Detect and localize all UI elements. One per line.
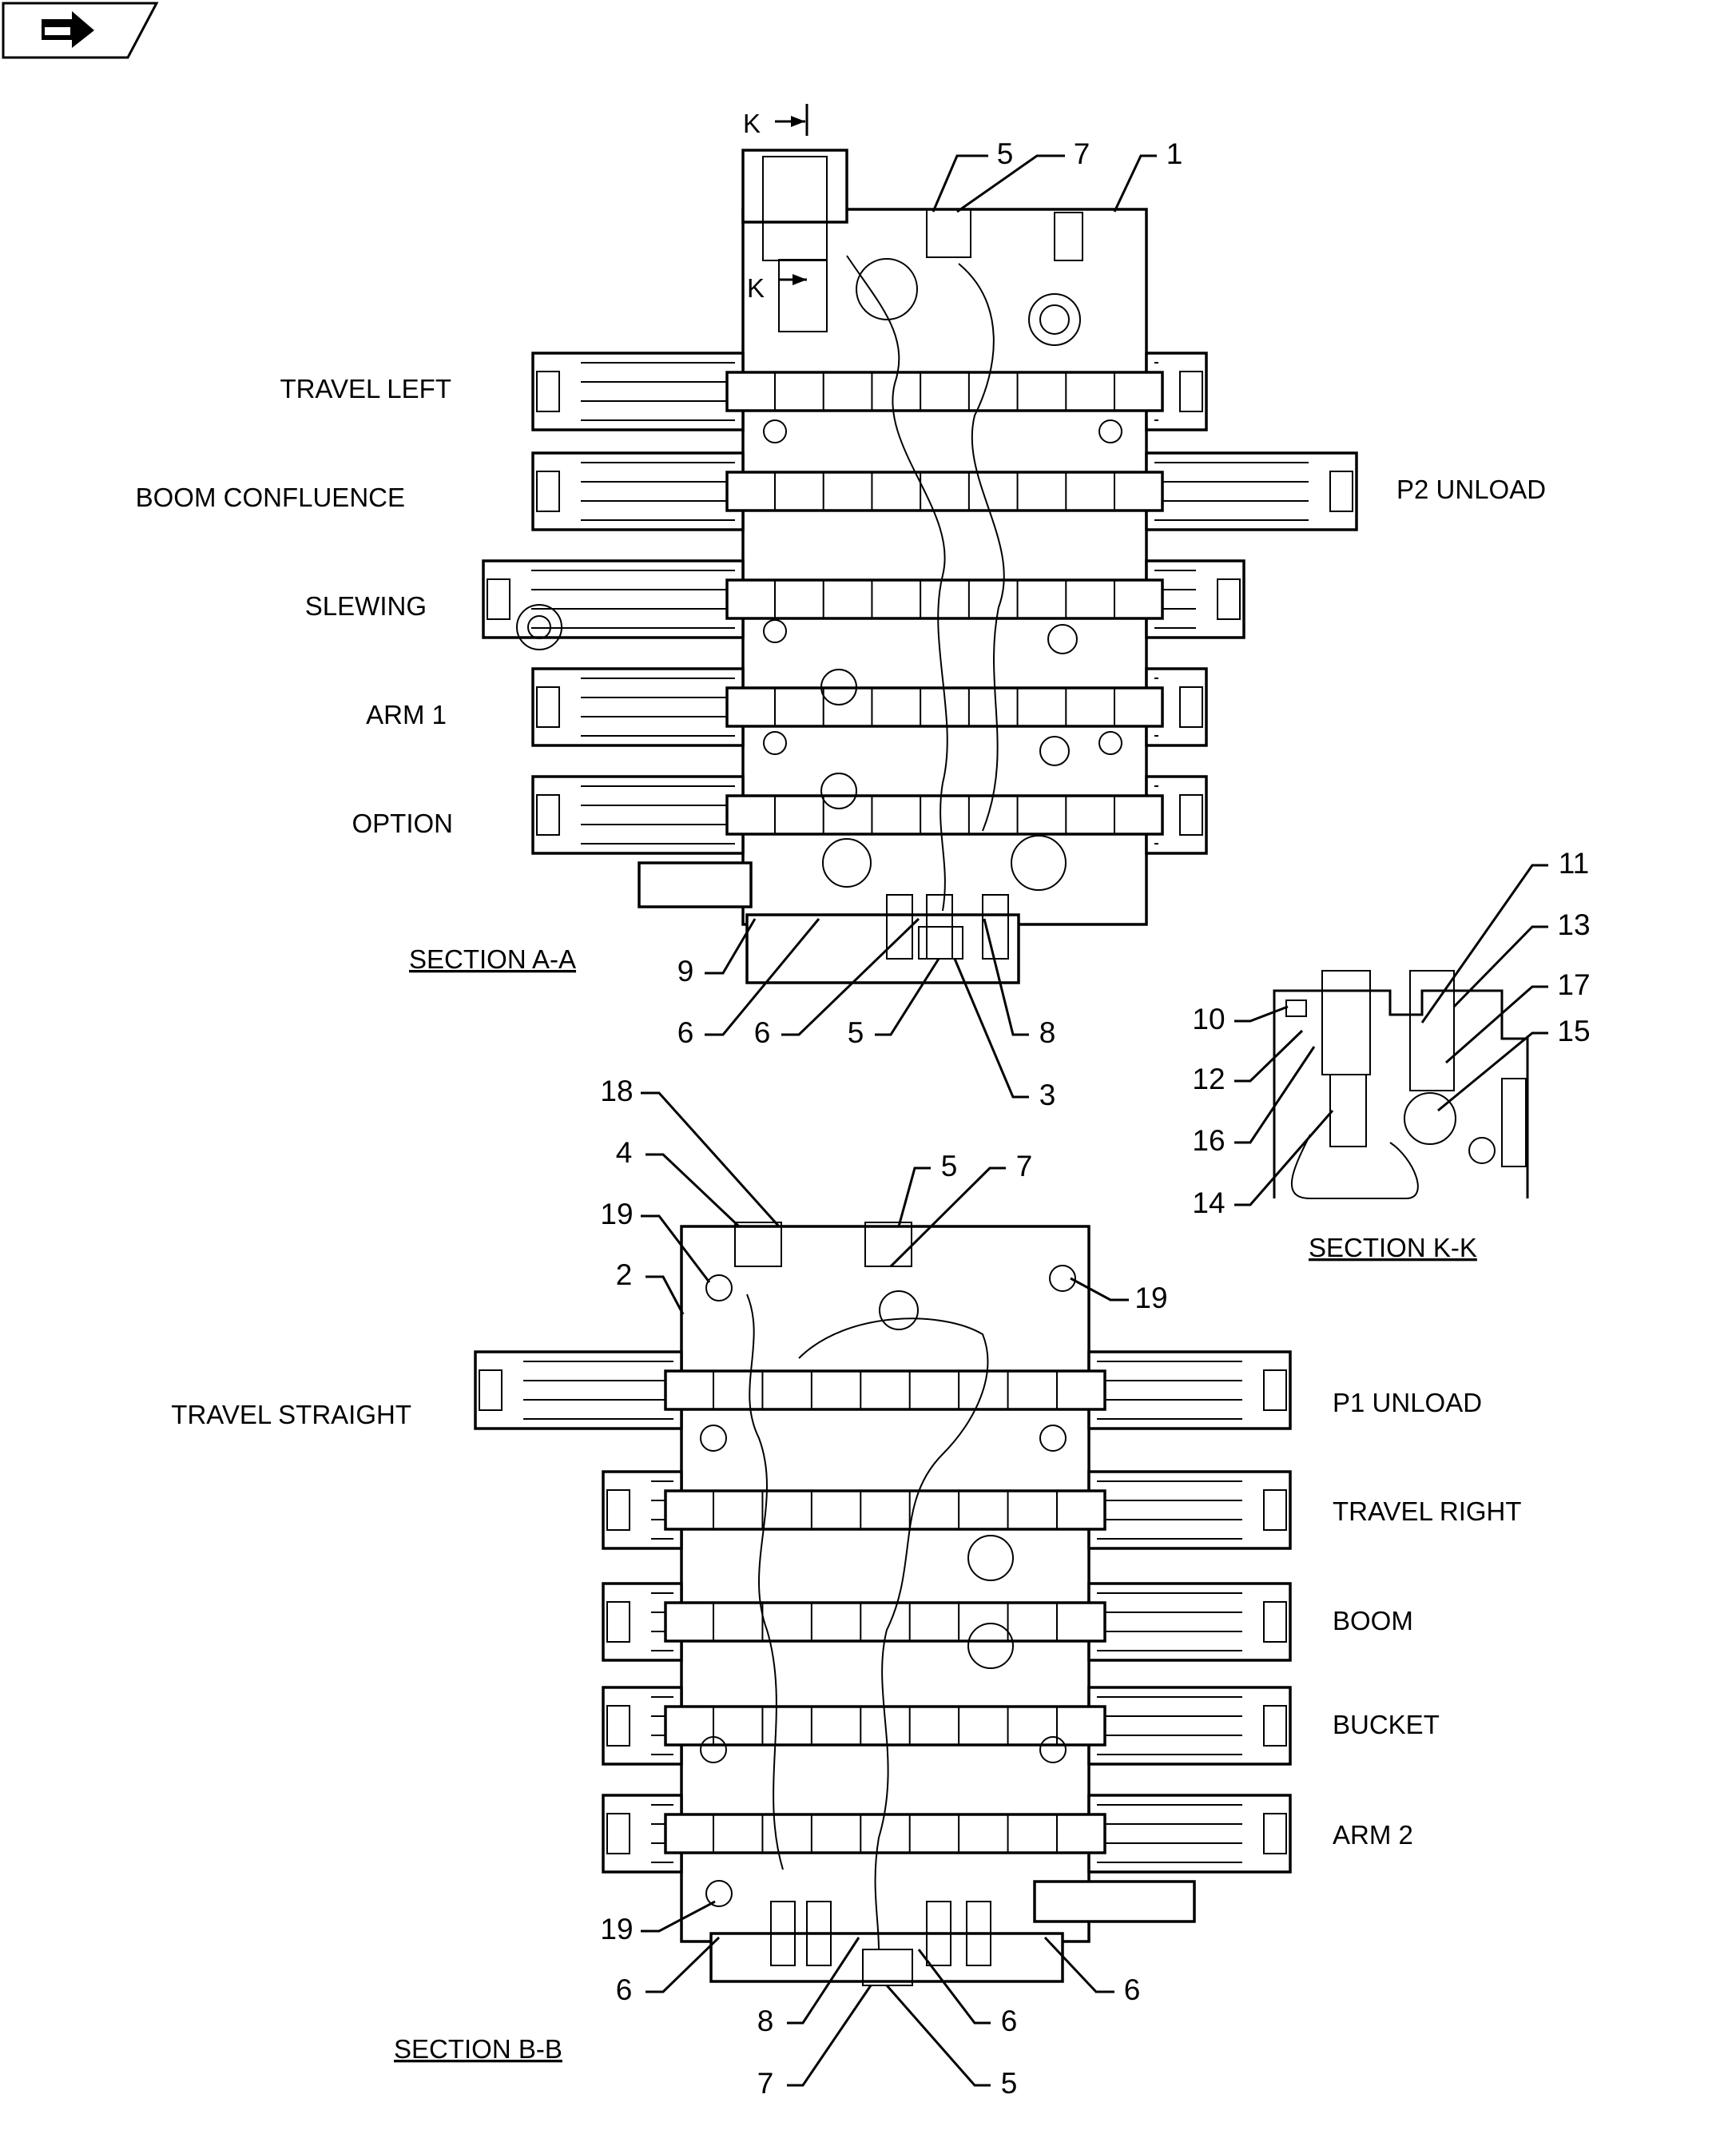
callout-number: 19 — [600, 1198, 633, 1230]
spool-label-travel-straight: TRAVEL STRAIGHT — [171, 1400, 411, 1429]
callout-number: 6 — [616, 1973, 633, 2006]
callout-number: 6 — [677, 1016, 694, 1049]
spool-label-arm-1: ARM 1 — [366, 700, 447, 729]
spool-label-p1-unload: P1 UNLOAD — [1333, 1388, 1482, 1417]
spool-assembly-aa-2 — [482, 559, 1245, 639]
spool-assembly-aa-4 — [531, 775, 1208, 855]
section-bb-drawing — [474, 1222, 1292, 1986]
callout-number: 5 — [941, 1150, 958, 1182]
spool-label-p2-unload: P2 UNLOAD — [1396, 475, 1546, 504]
callout-number: 5 — [997, 137, 1014, 170]
callout-number: 9 — [677, 955, 694, 988]
callout-number: 17 — [1557, 968, 1590, 1001]
callout-number: 5 — [1001, 2067, 1018, 2100]
callout-number: 6 — [1001, 2005, 1018, 2037]
callout-number: 15 — [1557, 1015, 1590, 1047]
section-kk-title: SECTION K-K — [1309, 1233, 1477, 1262]
callout-number: 7 — [1016, 1150, 1033, 1182]
spool-assembly-aa-1 — [531, 451, 1358, 531]
callout-number: 7 — [757, 2067, 774, 2100]
spool-assembly-aa-0 — [531, 352, 1208, 431]
nav-tab[interactable] — [2, 2, 159, 59]
spool-label-boom-confluence: BOOM CONFLUENCE — [136, 483, 405, 512]
callout-number: 19 — [1134, 1282, 1167, 1314]
section-bb-title: SECTION B-B — [394, 2034, 562, 2064]
callout-number: 3 — [1039, 1079, 1056, 1111]
callout-number: 7 — [1074, 137, 1090, 170]
callouts-bb: 18 4 19 2 5 7 19 19 6 8 6 6 7 5 — [600, 1075, 1167, 2100]
callout-number: 1 — [1166, 137, 1183, 170]
callout-number: 2 — [616, 1258, 633, 1291]
callout-number: 13 — [1557, 908, 1590, 941]
callout-number: 11 — [1559, 847, 1589, 880]
callout-number: 14 — [1192, 1186, 1225, 1219]
section-kk-drawing — [1273, 970, 1529, 1199]
callout-number: 6 — [1124, 1973, 1141, 2006]
callout-number: 8 — [757, 2005, 774, 2037]
callout-number: 16 — [1192, 1124, 1225, 1157]
section-aa-drawing — [482, 104, 1358, 984]
callout-number: 5 — [848, 1016, 864, 1049]
spool-label-bucket: BUCKET — [1333, 1710, 1440, 1739]
spool-label-option: OPTION — [352, 809, 453, 838]
section-aa-title: SECTION A-A — [409, 944, 576, 974]
spool-label-boom: BOOM — [1333, 1606, 1413, 1635]
spool-assembly-bb-0 — [474, 1350, 1292, 1430]
callout-number: 18 — [600, 1075, 633, 1107]
forward-arrow-icon — [42, 11, 94, 48]
callout-number: 8 — [1039, 1016, 1056, 1049]
spool-assembly-bb-1 — [602, 1470, 1292, 1550]
callouts-aa: 5 7 1 9 6 6 5 8 3 — [677, 137, 1183, 1111]
spool-label-travel-right: TRAVEL RIGHT — [1333, 1496, 1522, 1526]
callout-number: 10 — [1192, 1003, 1225, 1035]
callout-number: 19 — [600, 1913, 633, 1945]
callout-number: 4 — [616, 1136, 633, 1169]
spool-label-arm-2: ARM 2 — [1333, 1820, 1413, 1850]
spool-label-slewing: SLEWING — [305, 591, 427, 621]
cut-marker-bottom: K — [747, 273, 765, 303]
spool-assembly-aa-3 — [531, 667, 1208, 747]
cut-marker-top: K — [743, 109, 761, 138]
callout-number: 6 — [754, 1016, 771, 1049]
callout-number: 12 — [1192, 1063, 1225, 1095]
spool-assembly-bb-4 — [602, 1794, 1292, 1874]
callouts-kk: 10 12 16 14 11 13 17 15 — [1192, 847, 1590, 1219]
spool-label-travel-left: TRAVEL LEFT — [280, 374, 451, 403]
